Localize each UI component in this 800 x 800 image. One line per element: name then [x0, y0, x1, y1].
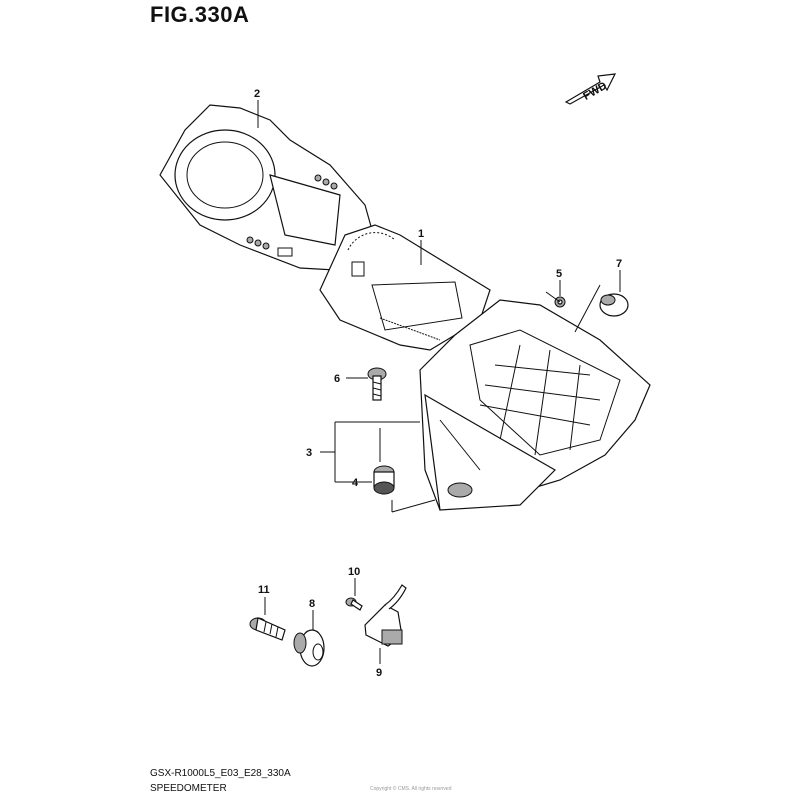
callout-5: 5 — [556, 268, 562, 280]
callout-6: 6 — [334, 373, 340, 385]
small-screw-part — [345, 597, 363, 611]
meter-unit-part — [319, 224, 491, 351]
callout-3: 3 — [306, 447, 312, 459]
figure-code: GSX-R1000L5_E03_E28_330A — [150, 768, 291, 779]
grommet-part — [373, 465, 395, 495]
fwd-arrow-icon: FWD — [564, 73, 617, 105]
fwd-label: FWD — [581, 80, 609, 103]
bolt-part — [249, 617, 286, 641]
callout-7: 7 — [616, 258, 622, 270]
meter-case-part — [419, 299, 651, 511]
callout-2: 2 — [254, 88, 260, 100]
screw-part — [367, 367, 387, 401]
figure-title: FIG.330A — [150, 2, 250, 27]
callout-4: 4 — [352, 477, 359, 489]
watermark: Copyright © CMS. All rights reserved — [370, 786, 452, 792]
callout-1: 1 — [418, 228, 424, 240]
callout-10: 10 — [348, 566, 360, 578]
section-title: SPEEDOMETER — [150, 783, 227, 794]
callout-8: 8 — [309, 598, 315, 610]
callout-9: 9 — [376, 667, 382, 679]
meter-cover-part — [159, 104, 373, 271]
callout-11: 11 — [258, 584, 270, 596]
cushion-part — [599, 293, 629, 317]
leader-lines — [257, 100, 621, 664]
spacer-part — [293, 629, 325, 667]
speed-sensor-part — [364, 584, 407, 647]
